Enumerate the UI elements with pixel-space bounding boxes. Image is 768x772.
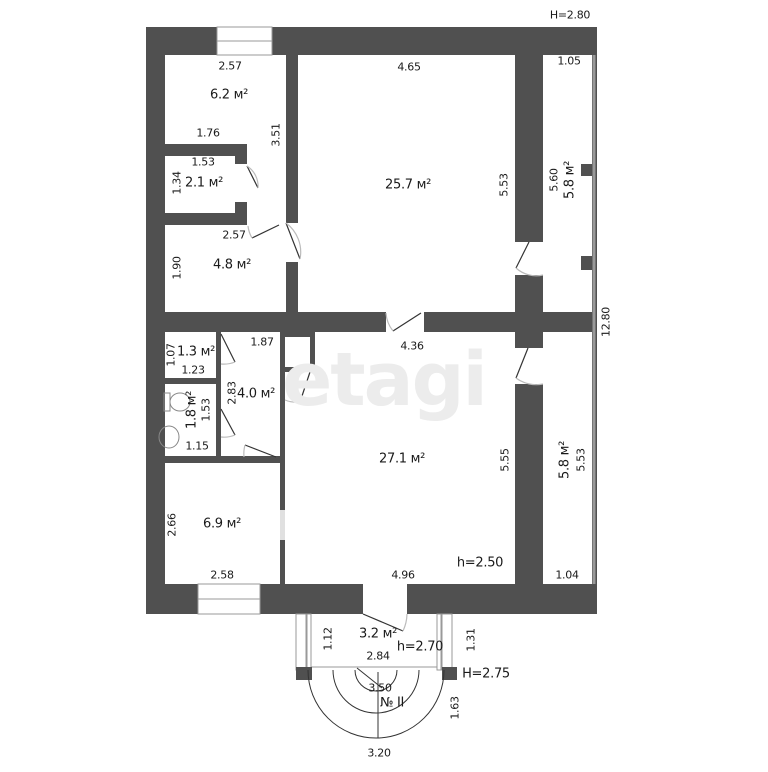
dim-label: 2.66 [165, 513, 179, 537]
dim-label: 1.53 [191, 155, 215, 169]
room-area-label: 4.0 м² [236, 386, 276, 402]
dim-label: 1.87 [250, 335, 274, 349]
dim-label: 1.63 [448, 696, 462, 720]
dim-label: 1.07 [164, 343, 178, 367]
dim-label: 3.50 [368, 681, 392, 695]
dim-label: 1.31 [464, 628, 478, 652]
main-ceiling-height: H=2.80 [549, 8, 591, 22]
dim-label: 1.90 [170, 256, 184, 280]
fixtures [158, 392, 191, 449]
room-area-label: 6.9 м² [202, 516, 242, 532]
porch-outer-height: H=2.75 [462, 666, 510, 682]
room-area-label: 1.8 м² [184, 390, 200, 430]
room-area-label: 6.2 м² [209, 87, 249, 103]
room-area-label: 27.1 м² [379, 451, 425, 467]
dim-label: 4.96 [391, 568, 415, 582]
room-area-label: 1.3 м² [176, 344, 216, 360]
dim-label: 2.57 [218, 59, 242, 73]
dim-label: 1.15 [185, 439, 209, 453]
dim-label: 1.04 [555, 568, 579, 582]
dim-label: 2.58 [210, 568, 234, 582]
stairs [307, 667, 445, 739]
porch-ceiling-height: h=2.70 [396, 639, 444, 655]
room-area-label: 4.8 м² [212, 257, 252, 273]
dim-label: 1.76 [196, 126, 220, 140]
room-area-label: 2.1 м² [184, 175, 224, 191]
dim-label: 4.65 [397, 60, 421, 74]
dim-label: 5.55 [498, 448, 512, 472]
dim-label: 1.05 [557, 54, 581, 68]
watermark: etagi [282, 337, 488, 423]
room-ceiling-height: h=2.50 [456, 555, 504, 571]
room-area-label: 5.8 м² [557, 440, 573, 480]
dim-label: 2.57 [222, 228, 246, 242]
dim-label: 3.20 [367, 746, 391, 760]
total-length-label: 12.80 [599, 307, 613, 337]
dim-label: 5.53 [497, 173, 511, 197]
dim-label: 5.53 [574, 448, 588, 472]
dim-label: 4.36 [400, 339, 424, 353]
dim-label: 1.53 [199, 398, 213, 422]
room-area-label: 25.7 м² [385, 177, 431, 193]
dim-label: 1.23 [181, 363, 205, 377]
dim-label: 1.12 [321, 627, 335, 651]
room-area-label: 5.8 м² [562, 160, 578, 200]
windows [197, 26, 273, 615]
dim-label: 2.84 [366, 649, 390, 663]
room-area-label: 3.2 м² [358, 626, 398, 642]
dim-label: 1.34 [170, 171, 184, 195]
floor-number-label: № II [379, 695, 405, 711]
dim-label: 5.60 [547, 168, 561, 192]
doors [220, 165, 544, 632]
walls [146, 27, 597, 614]
dim-label: 3.51 [269, 123, 283, 147]
